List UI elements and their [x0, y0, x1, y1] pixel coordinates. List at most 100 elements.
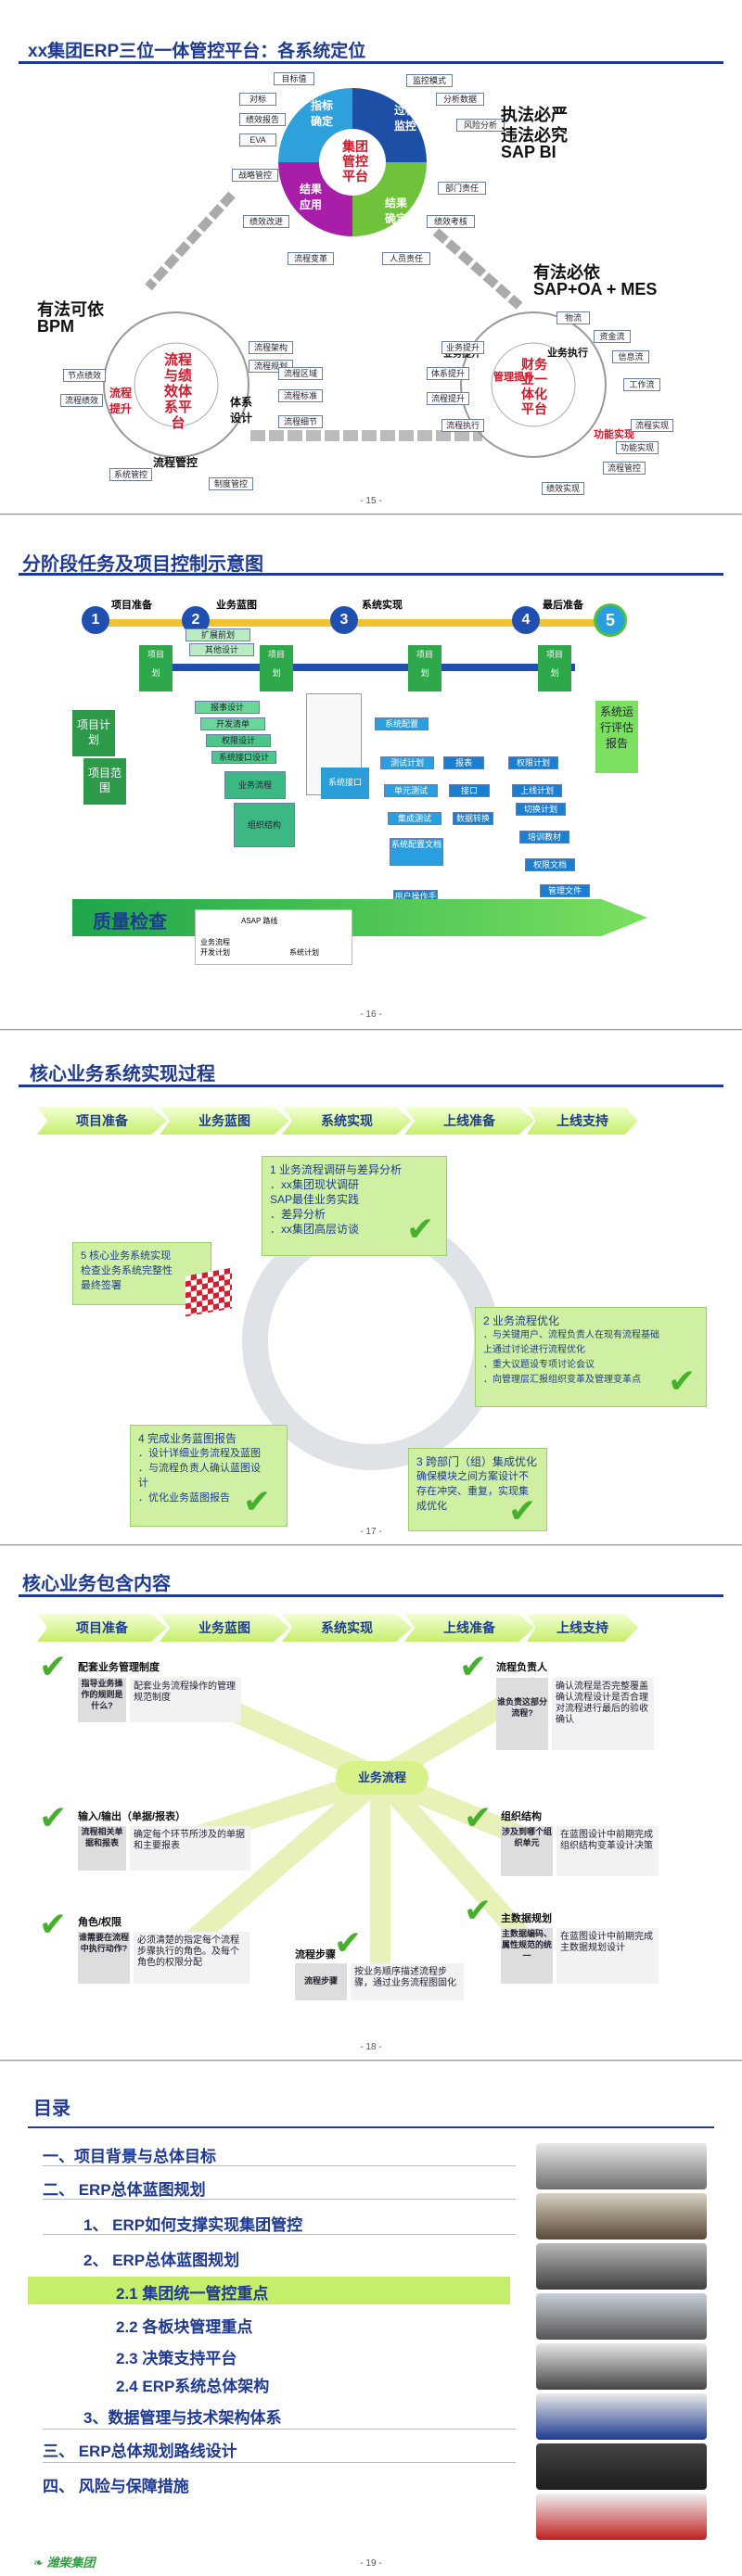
box-process-impl: 流程实现	[631, 419, 673, 432]
step-2-check-icon: ✔	[668, 1362, 697, 1400]
sys-item-3: 单元测试	[384, 784, 438, 797]
box-risk-analysis: 风险分析	[456, 119, 505, 132]
step-1-line-2: SAP最佳业务实践	[270, 1193, 360, 1206]
mid-item-3: 数据转换	[453, 812, 493, 825]
phase-chevron-5: 上线支持	[527, 1107, 638, 1135]
item-rules-tag: 指导业务操作的规则是什么?	[78, 1678, 126, 1722]
toc-item-2-3[interactable]: 3、数据管理与技术架构体系	[83, 2409, 282, 2427]
milestone-5: 5	[594, 603, 627, 637]
item-io-check-icon: ✔	[39, 1798, 68, 1836]
step-4-line-3: 计	[138, 1478, 148, 1489]
photo-1	[536, 2143, 707, 2189]
toc-item-4[interactable]: 四、 风险与保障措施	[43, 2478, 189, 2495]
toc-item-2-2-1[interactable]: 2.1 集团统一管控重点	[116, 2285, 269, 2303]
toc-item-1[interactable]: 一、项目背景与总体目标	[43, 2148, 216, 2165]
green-block-3: 项目划	[408, 645, 441, 692]
item-steps-head: 流程步骤	[295, 1949, 336, 1961]
toc-item-2-2-2[interactable]: 2.2 各板块管理重点	[116, 2318, 253, 2336]
wheel-seg-bottom-right: 结果确定	[384, 197, 407, 225]
slide-title: 核心业务系统实现过程	[30, 1064, 215, 1085]
box-workflow: 工作流	[623, 378, 660, 391]
box-system-improve: 体系提升	[427, 367, 469, 380]
finance-wheel-diagram	[460, 311, 607, 458]
bp-item-4: 开发清单	[200, 717, 265, 730]
slide-title: 分阶段任务及项目控制示意图	[22, 554, 263, 575]
step-2-box: 2 业务流程优化 ．与关键用户、流程负责人在现有流程基础 上通过讨论进行流程优化…	[475, 1307, 707, 1407]
toc-item-2[interactable]: 二、 ERP总体蓝图规划	[43, 2181, 206, 2199]
box-biz-improve: 业务提升	[441, 341, 484, 354]
phase-chevron-3: 系统实现	[282, 1614, 412, 1642]
phase-realize: 系统实现	[362, 600, 403, 611]
mid-item-2: 接口	[449, 784, 490, 797]
item-rules-head: 配套业务管理制度	[78, 1662, 160, 1673]
toc-item-3[interactable]: 三、 ERP总体规划路线设计	[43, 2443, 237, 2460]
page-number: - 19 -	[360, 2558, 382, 2569]
step-4-box: 4 完成业务蓝图报告 ．设计详细业务流程及蓝图 ．与流程负责人确认蓝图设 计 ．…	[130, 1425, 288, 1527]
green-block-1: 项目划	[139, 645, 173, 692]
box-target-value: 目标值	[274, 72, 314, 85]
green-block-1-bottom: 划	[151, 668, 160, 678]
box-dept-duty: 部门责任	[438, 182, 486, 195]
box-process-detail: 流程细节	[278, 415, 323, 428]
item-io-tag: 流程相关单据和报表	[78, 1826, 126, 1871]
box-node-perf: 节点绩效	[63, 369, 106, 382]
step-5-line-2: 最终签署	[81, 1280, 122, 1291]
box-strategy-control: 战略管控	[232, 169, 278, 182]
box-eva: EVA	[239, 133, 276, 146]
label-law-follow: 有法必依	[533, 263, 600, 282]
step-2-title: 2 业务流程优化	[483, 1314, 560, 1327]
toc-item-2-2[interactable]: 2、 ERP总体蓝图规划	[83, 2252, 240, 2269]
label-sap-bi: SAP BI	[501, 143, 556, 161]
label-law-basis: 有法可依	[37, 300, 104, 319]
slide-title: xx集团ERP三位一体管控平台：各系统定位	[28, 42, 366, 61]
slide-title: 目录	[33, 2099, 70, 2119]
step-3-line-2: 存在冲突、重复，实现集	[416, 1486, 529, 1497]
item-master-head: 主数据规划	[501, 1913, 552, 1924]
item-steps-desc: 按业务顺序描述流程步骤，通过业务流程图固化	[351, 1963, 464, 2000]
asap-label: ASAP 路线	[241, 917, 278, 925]
green-block-3-bottom: 划	[420, 668, 429, 678]
photo-6	[536, 2393, 707, 2440]
toc-item-2-1[interactable]: 1、 ERP如何支撑实现集团管控	[83, 2216, 303, 2234]
box-benchmark: 对标	[239, 93, 276, 106]
box-process-area: 流程区域	[278, 367, 323, 380]
item-org-check-icon: ✔	[464, 1798, 493, 1836]
toc-item-2-2-4[interactable]: 2.4 ERP系统总体架构	[116, 2378, 270, 2395]
step-3-box: 3 跨部门（组）集成优化 确保模块之间方案设计不 存在冲突、重复，实现集 成优化	[408, 1448, 547, 1531]
final-item-4: 培训教材	[519, 831, 569, 844]
item-master-desc: 在蓝图设计中前期完成主数据规划设计	[556, 1928, 659, 1984]
green-block-4-bottom: 划	[550, 668, 559, 678]
finance-seg-function: 功能实现	[594, 429, 634, 440]
step-2-line-3: ．重大议题设专项讨论会议	[483, 1360, 595, 1370]
sys-item-5: 系统配置文档	[390, 838, 443, 866]
step-4-line-1: ．设计详细业务流程及蓝图	[138, 1448, 261, 1459]
item-roles-tag: 谁需要在流程中执行动作?	[78, 1932, 130, 1984]
box-process-perf: 流程绩效	[60, 394, 103, 407]
box-flow-improve: 流程提升	[427, 392, 469, 405]
slide-15: xx集团ERP三位一体管控平台：各系统定位 集团管控平台 指标确定 过程监控 结…	[0, 0, 742, 514]
step-2-line-2: 上通过讨论进行流程优化	[483, 1345, 585, 1355]
item-roles-check-icon: ✔	[39, 1905, 68, 1943]
item-rules-check-icon: ✔	[39, 1647, 68, 1685]
step-2-line-4: ．向管理层汇报组织变革及管理变革点	[483, 1375, 641, 1385]
green-block-3-top: 项目	[416, 650, 433, 659]
box-process-arch: 流程架构	[249, 341, 293, 354]
page-number: - 18 -	[360, 2042, 382, 2052]
box-performance-report: 绩效报告	[239, 113, 286, 126]
box-system-control: 系统管控	[109, 468, 152, 481]
phase-chevron-4: 上线准备	[404, 1107, 534, 1135]
phase-chevron-2: 业务蓝图	[160, 1614, 289, 1642]
toc-item-2-2-3[interactable]: 2.3 决策支持平台	[116, 2350, 237, 2367]
toc-divider	[43, 2429, 516, 2430]
item-owner-tag: 谁负责这部分流程?	[496, 1678, 548, 1750]
item-steps-check-icon: ✔	[334, 1923, 363, 1961]
step-3-line-1: 确保模块之间方案设计不	[416, 1471, 529, 1482]
item-owner-head: 流程负责人	[496, 1662, 547, 1673]
bp-item-2: 其他设计	[189, 643, 254, 656]
system-interface-label: 系统接口	[321, 768, 369, 799]
control-wheel-diagram	[278, 88, 427, 236]
toc-divider	[43, 2234, 516, 2235]
photo-3	[536, 2243, 707, 2290]
step-3-title: 3 跨部门（组）集成优化	[416, 1455, 538, 1468]
bp-item-1: 扩展前划	[186, 628, 250, 641]
